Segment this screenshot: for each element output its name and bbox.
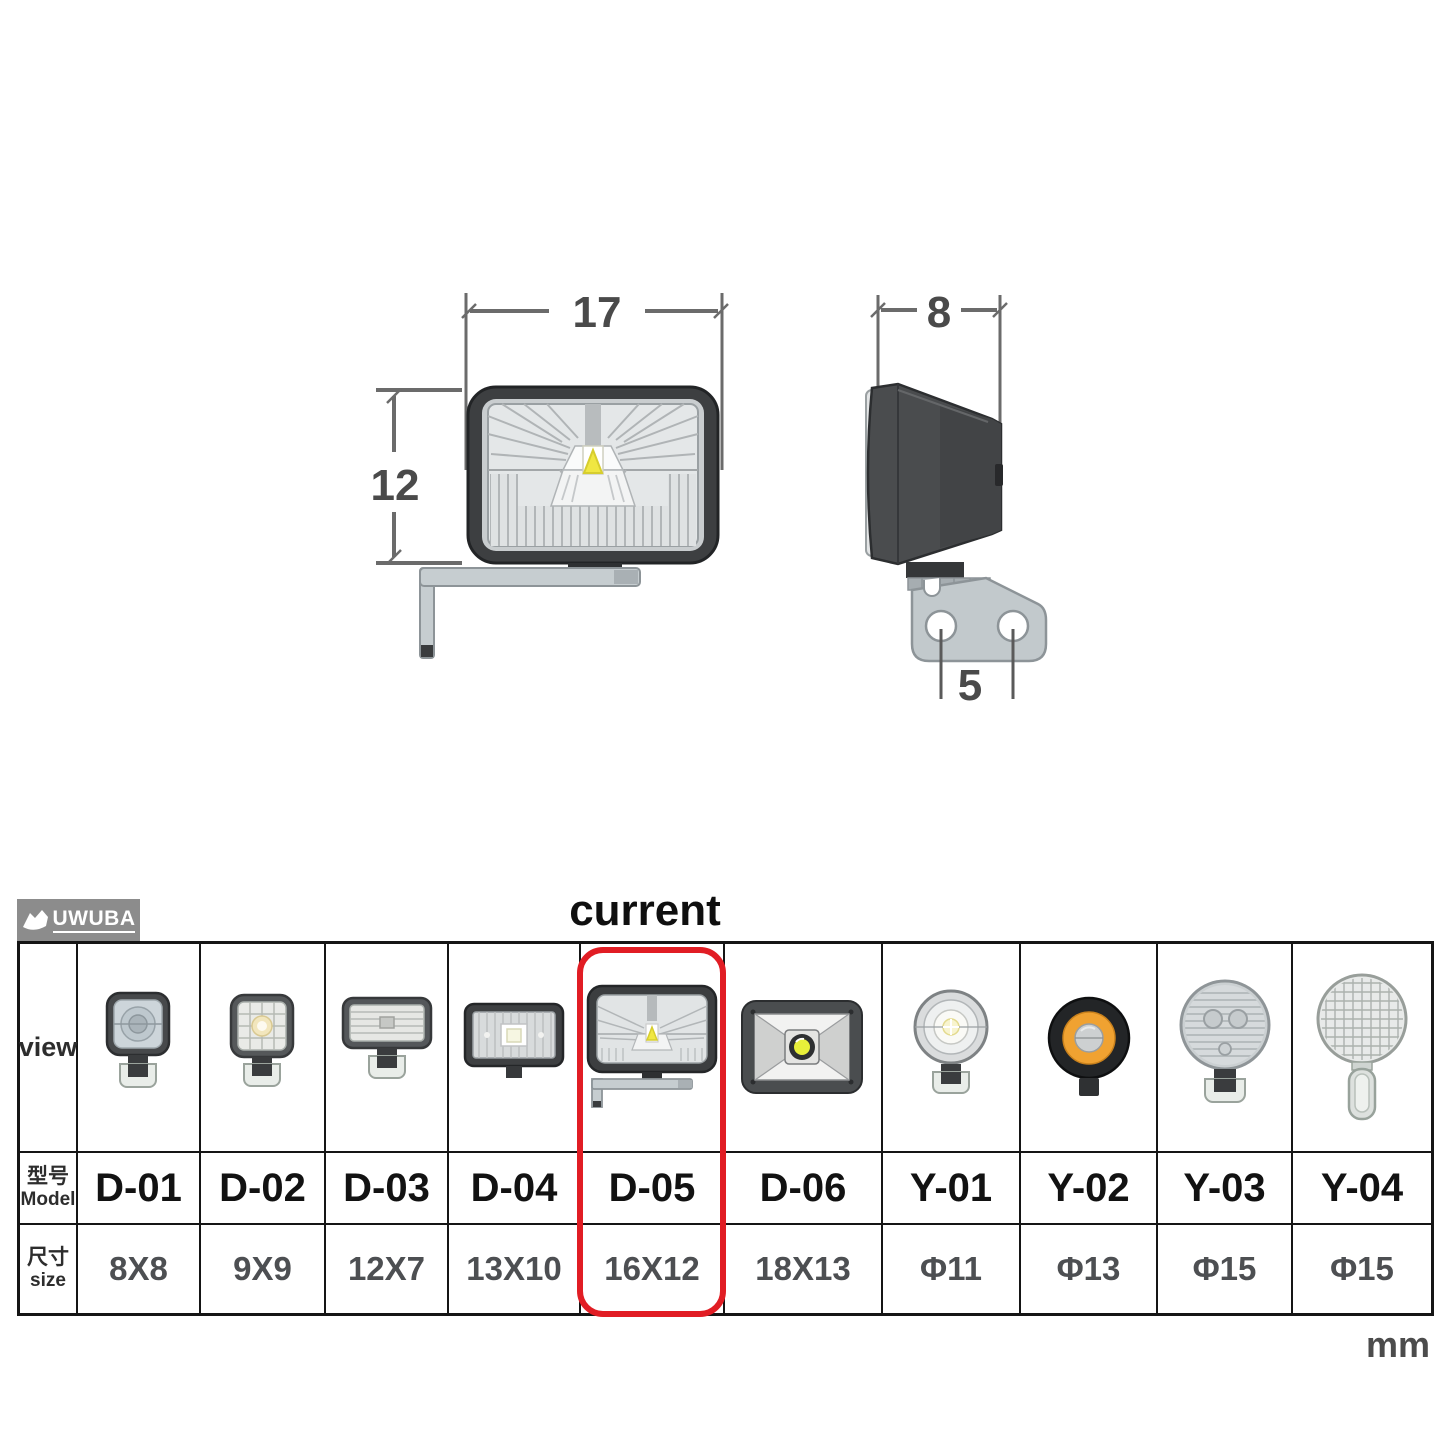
model-cell-d05: D-05 xyxy=(581,1153,725,1225)
size-cell-d03: 12X7 xyxy=(326,1225,449,1313)
model-header-en: Model xyxy=(20,1189,76,1211)
front-mount-bracket xyxy=(419,563,641,659)
lens-left-stripes xyxy=(490,474,518,506)
front-height-dim-label: 12 xyxy=(371,461,420,510)
reflector-hatch xyxy=(561,474,625,503)
model-cell-d02: D-02 xyxy=(201,1153,326,1225)
front-view: 17 12 xyxy=(371,288,729,659)
light-y01-icon xyxy=(913,989,989,1094)
view-cell-d06 xyxy=(725,944,883,1153)
row-header-view: view xyxy=(18,944,78,1153)
brand-logo-text: UWUBA xyxy=(52,907,136,934)
view-cell-y02 xyxy=(1021,944,1158,1153)
lens-center-bar xyxy=(585,404,601,454)
bird-icon xyxy=(22,909,48,930)
light-d04-icon xyxy=(463,1002,565,1078)
lens-bottom-stripes xyxy=(490,506,696,546)
current-label: current xyxy=(569,886,721,935)
view-cell-d02 xyxy=(201,944,326,1153)
brand-logo: UWUBA xyxy=(17,899,140,942)
model-cell-d03: D-03 xyxy=(326,1153,449,1225)
light-d05-icon xyxy=(586,984,718,1108)
row-header-model: 型号 Model xyxy=(20,1153,78,1225)
model-cell-d06: D-06 xyxy=(725,1153,883,1225)
size-cell-y04: Φ15 xyxy=(1293,1225,1431,1313)
size-cell-y03: Φ15 xyxy=(1158,1225,1293,1313)
view-cell-d04 xyxy=(449,944,581,1153)
model-header-zh: 型号 xyxy=(27,1165,69,1188)
hole-spacing-leader-lines xyxy=(939,629,1015,699)
technical-drawing: 17 12 xyxy=(371,288,1048,710)
lens-facet-lines xyxy=(487,403,699,506)
spec-table: view xyxy=(17,941,1434,1316)
front-lamp-body xyxy=(466,385,720,565)
light-d06-icon xyxy=(741,999,863,1094)
model-cell-y02: Y-02 xyxy=(1021,1153,1158,1225)
model-cell-d01: D-01 xyxy=(78,1153,201,1225)
size-cell-d01: 8X8 xyxy=(78,1225,201,1313)
front-height-dimension-lines xyxy=(376,388,462,565)
size-cell-d05: 16X12 xyxy=(581,1225,725,1313)
view-cell-y01 xyxy=(883,944,1021,1153)
view-cell-d01 xyxy=(78,944,201,1153)
size-cell-y01: Φ11 xyxy=(883,1225,1021,1313)
light-y02-icon xyxy=(1047,996,1130,1096)
view-cell-d05 xyxy=(581,944,725,1153)
size-header-en: size xyxy=(30,1270,66,1292)
front-width-dim-label: 17 xyxy=(573,288,622,337)
led-chip xyxy=(582,447,604,474)
light-y04-icon xyxy=(1316,973,1408,1120)
light-d03-icon xyxy=(341,996,432,1079)
size-cell-d06: 18X13 xyxy=(725,1225,883,1313)
side-mount-plate xyxy=(910,576,1048,663)
light-y03-icon xyxy=(1179,979,1270,1103)
side-view: 8 xyxy=(865,288,1048,710)
view-cell-y04 xyxy=(1293,944,1431,1153)
hole-spacing-dim-label: 5 xyxy=(958,661,982,710)
view-label: view xyxy=(18,1032,78,1062)
light-d01-icon xyxy=(105,991,170,1088)
row-header-size: 尺寸 size xyxy=(20,1225,78,1313)
model-cell-y03: Y-03 xyxy=(1158,1153,1293,1225)
size-header-zh: 尺寸 xyxy=(27,1246,69,1269)
model-cell-d04: D-04 xyxy=(449,1153,581,1225)
size-cell-d04: 13X10 xyxy=(449,1225,581,1313)
light-d02-icon xyxy=(229,993,294,1087)
model-cell-y04: Y-04 xyxy=(1293,1153,1431,1225)
front-width-dimension-lines xyxy=(461,293,729,470)
unit-label: mm xyxy=(1365,1324,1430,1365)
size-cell-d02: 9X9 xyxy=(201,1225,326,1313)
side-depth-dim-label: 8 xyxy=(927,288,951,337)
side-lamp-body xyxy=(865,382,1003,591)
reflector-lower xyxy=(549,469,637,507)
view-cell-d03 xyxy=(326,944,449,1153)
size-cell-y02: Φ13 xyxy=(1021,1225,1158,1313)
model-cell-y01: Y-01 xyxy=(883,1153,1021,1225)
view-cell-y03 xyxy=(1158,944,1293,1153)
lens-right-stripes xyxy=(668,474,696,506)
